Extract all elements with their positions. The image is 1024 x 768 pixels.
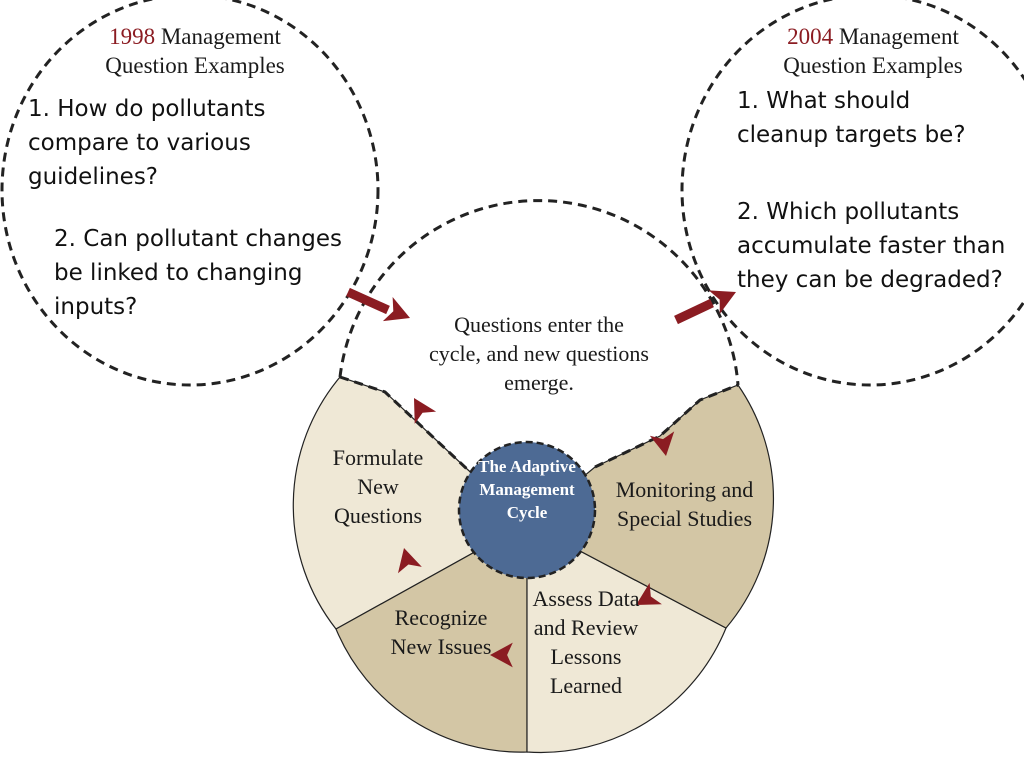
left-question-1: 1. How do pollutants compare to various … [28, 96, 266, 190]
center-circle [457, 440, 597, 580]
arrow-cycle-to-right [674, 280, 742, 325]
left-heading-line1: Management [160, 24, 281, 49]
stage-monitoring: Monitoring and Special Studies [615, 477, 754, 531]
right-question-1: 1. What should cleanup targets be? [737, 88, 966, 148]
center-label: The Adaptive Management Cycle [478, 457, 576, 522]
left-heading-line2: Question Examples [105, 53, 285, 78]
cycle-dashed-arc [338, 199, 740, 386]
left-question-2: 2. Can pollutant changes be linked to ch… [54, 226, 342, 320]
right-year: 2004 [787, 24, 834, 49]
segment-monitoring [525, 384, 774, 629]
left-dashed-circle [0, 0, 380, 387]
left-year: 1998 [109, 24, 156, 49]
right-heading: 2004 Management Question Examples [738, 22, 1008, 80]
right-heading-line1: Management [838, 24, 959, 49]
stage-formulate: Formulate New Questions [332, 445, 424, 528]
segment-assess [526, 522, 727, 754]
right-dashed-circle [680, 0, 1024, 387]
right-heading-line2: Question Examples [783, 53, 963, 78]
stage-recognize: Recognize New Issues [390, 605, 492, 659]
segment-recognize [335, 521, 528, 753]
stage-assess: Assess Data and Review Lessons Learned [532, 586, 640, 698]
segment-formulate [292, 376, 529, 630]
right-question-2: 2. Which pollutants accumulate faster th… [737, 199, 1006, 293]
left-heading: 1998 Management Question Examples [60, 22, 330, 80]
cycle-top-text: Questions enter the cycle, and new quest… [429, 312, 649, 395]
top-dashed-boundary [339, 375, 739, 471]
arrow-left-to-cycle [346, 287, 415, 331]
